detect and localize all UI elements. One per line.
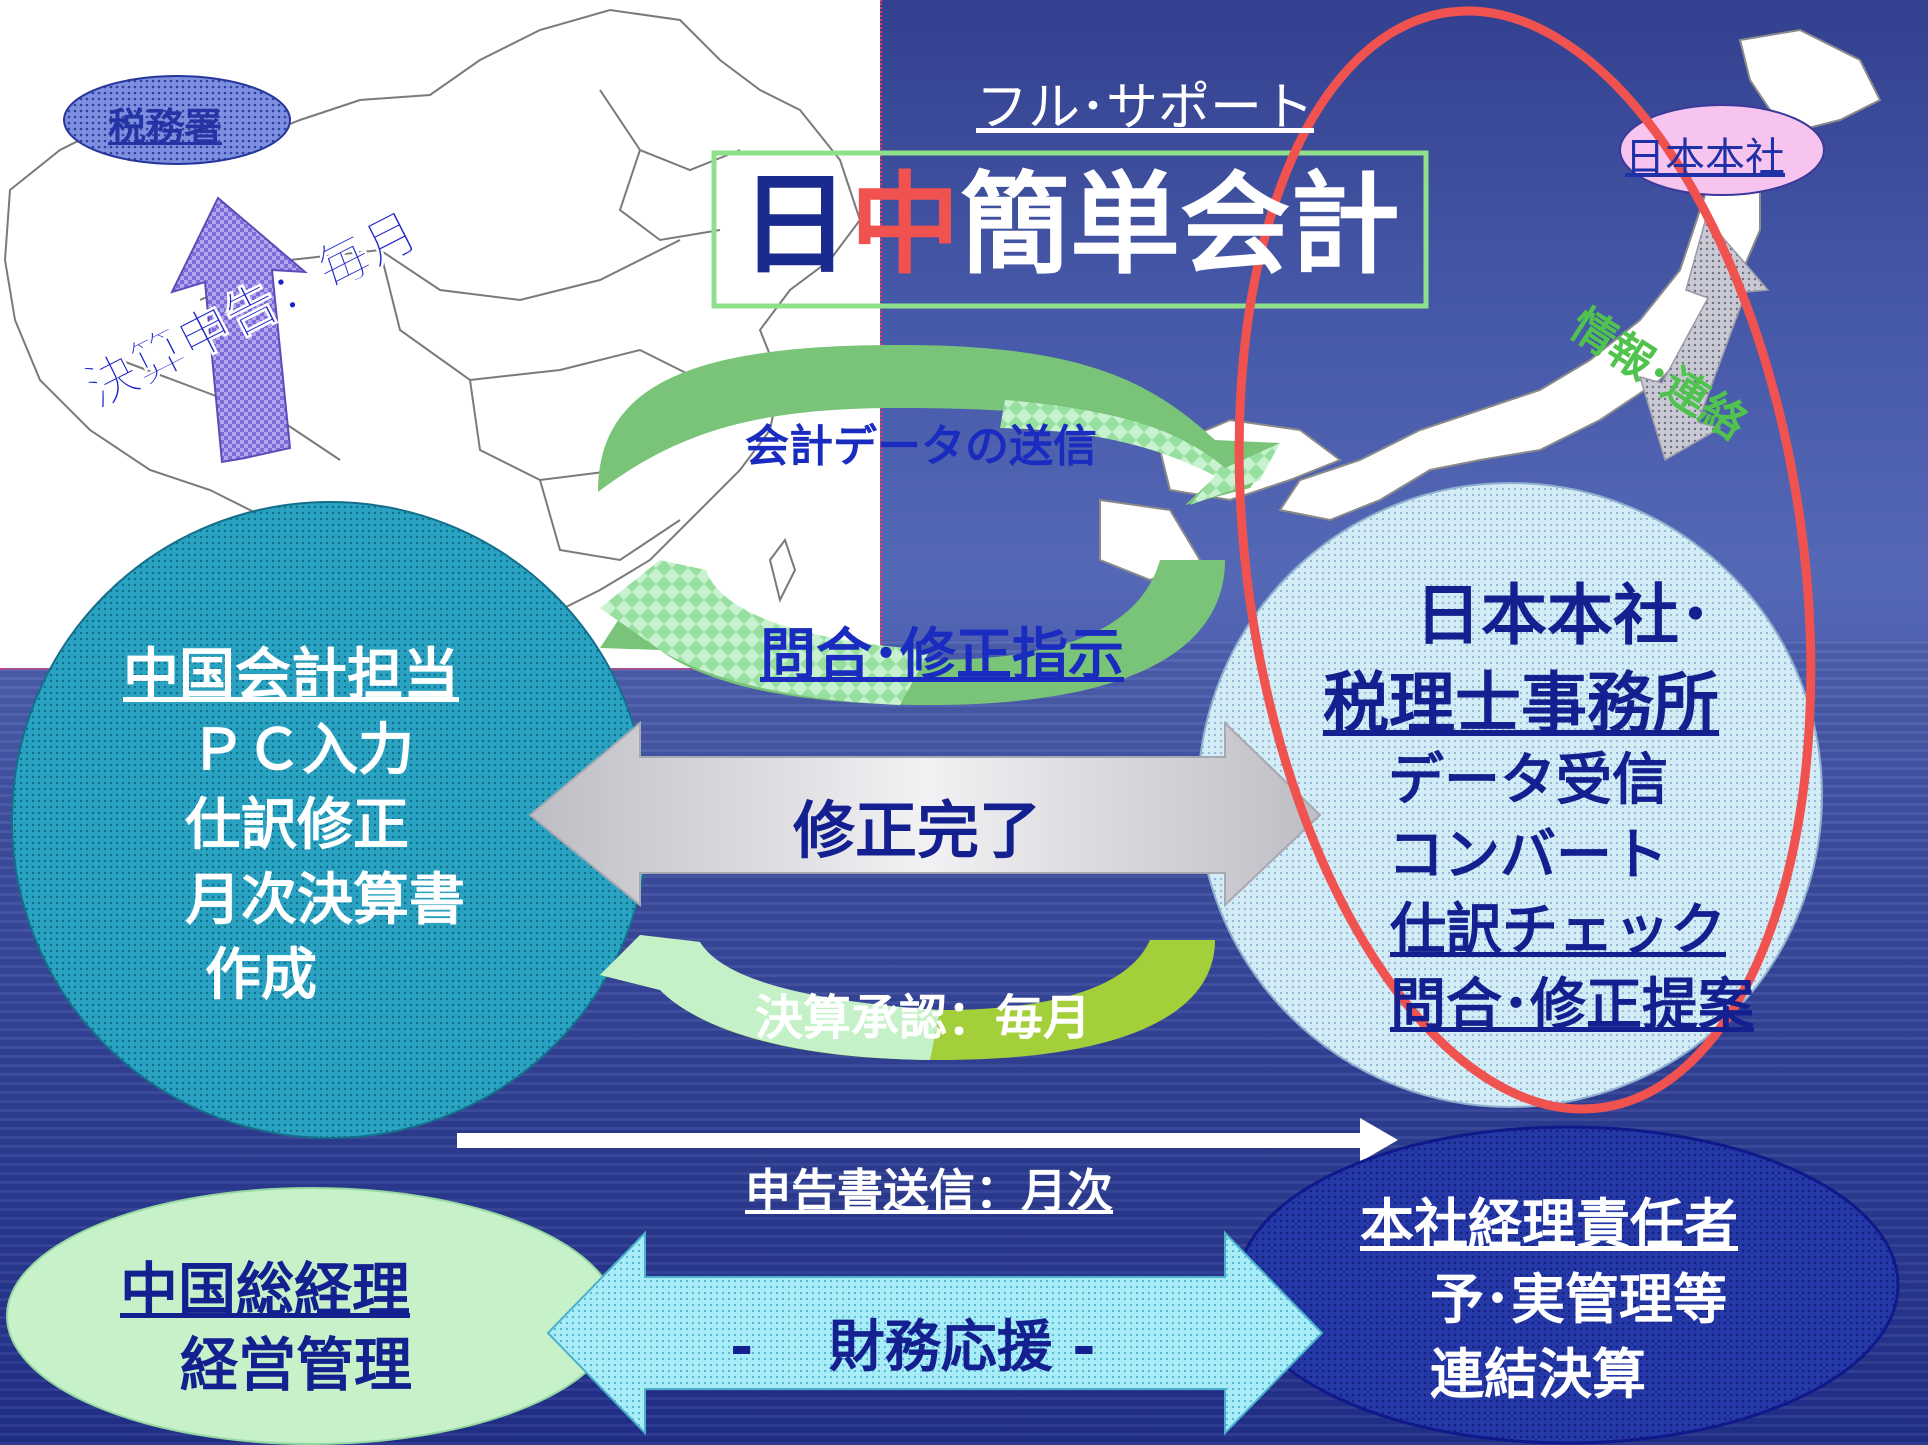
map-divider-vertical: [880, 0, 882, 668]
title-frame: [711, 150, 1429, 309]
japan-hq-tax-line-5: 問合･修正提案: [1390, 973, 1754, 1038]
finance-support-label: - 財務応援 -: [730, 1315, 1096, 1380]
japan-hq-tax-line1: 日本本社･: [1415, 577, 1712, 654]
china-gm-line2: 経営管理: [180, 1331, 413, 1399]
title-part-japan: 日: [740, 161, 850, 289]
china-gm-heading: 中国総経理: [120, 1256, 411, 1324]
japan-hq-tax-line-3: コンバート: [1388, 823, 1668, 888]
send-data-label: 会計データの送信: [745, 421, 1097, 472]
title-part-china: 中: [850, 161, 960, 289]
inquiry-label: 問合･修正指示: [760, 623, 1124, 688]
japan-hq-pink-oval: [1619, 104, 1825, 196]
report-send-label: 申告書送信：月次: [745, 1164, 1113, 1218]
china-accounting-line-4: 作成: [205, 943, 317, 1008]
correction-double-arrow: [528, 720, 1322, 908]
main-title: 日中簡単会計: [740, 170, 1400, 280]
china-accounting-line-3: 月次決算書: [185, 868, 465, 933]
send-data-arrow-tip: [1000, 400, 1280, 505]
title-part-rest: 簡単会計: [960, 161, 1400, 289]
correction-done-label: 修正完了: [793, 794, 1042, 867]
send-data-arrow: [598, 345, 1280, 505]
japan-hq-tax-line-4: 仕訳チェック: [1390, 898, 1726, 963]
highlight-red-ellipse: [1234, 6, 1816, 1114]
tax-office-label[interactable]: 税務署: [108, 105, 223, 149]
tax-office-oval: [63, 75, 291, 165]
japan-hq-tax-heading: 税理士事務所: [1323, 665, 1719, 742]
japan-hq-oval-label[interactable]: 日本本社: [1625, 135, 1785, 181]
china-accounting-line-2: 仕訳修正: [185, 793, 409, 858]
report-send-arrow: [457, 1118, 1398, 1162]
approval-label: 決算承認：毎月: [755, 990, 1092, 1046]
approval-arrow-tip: [600, 935, 940, 1060]
china-accounting-heading: 中国会計担当: [123, 643, 459, 708]
japan-hq-tax-line-2: データ受信: [1388, 748, 1668, 813]
subtitle: フル･サポート: [976, 78, 1315, 138]
filing-arrow: [170, 196, 308, 464]
inquiry-arrow-tip: [600, 560, 930, 705]
finance-support-arrow: [546, 1230, 1324, 1436]
hq-finance-line3: 連結決算: [1430, 1343, 1646, 1406]
hq-finance-heading: 本社経理責任者: [1360, 1193, 1738, 1256]
china-accounting-line-1: ＰＣ入力: [190, 718, 414, 783]
hq-finance-line2: 予･実管理等: [1430, 1268, 1727, 1331]
